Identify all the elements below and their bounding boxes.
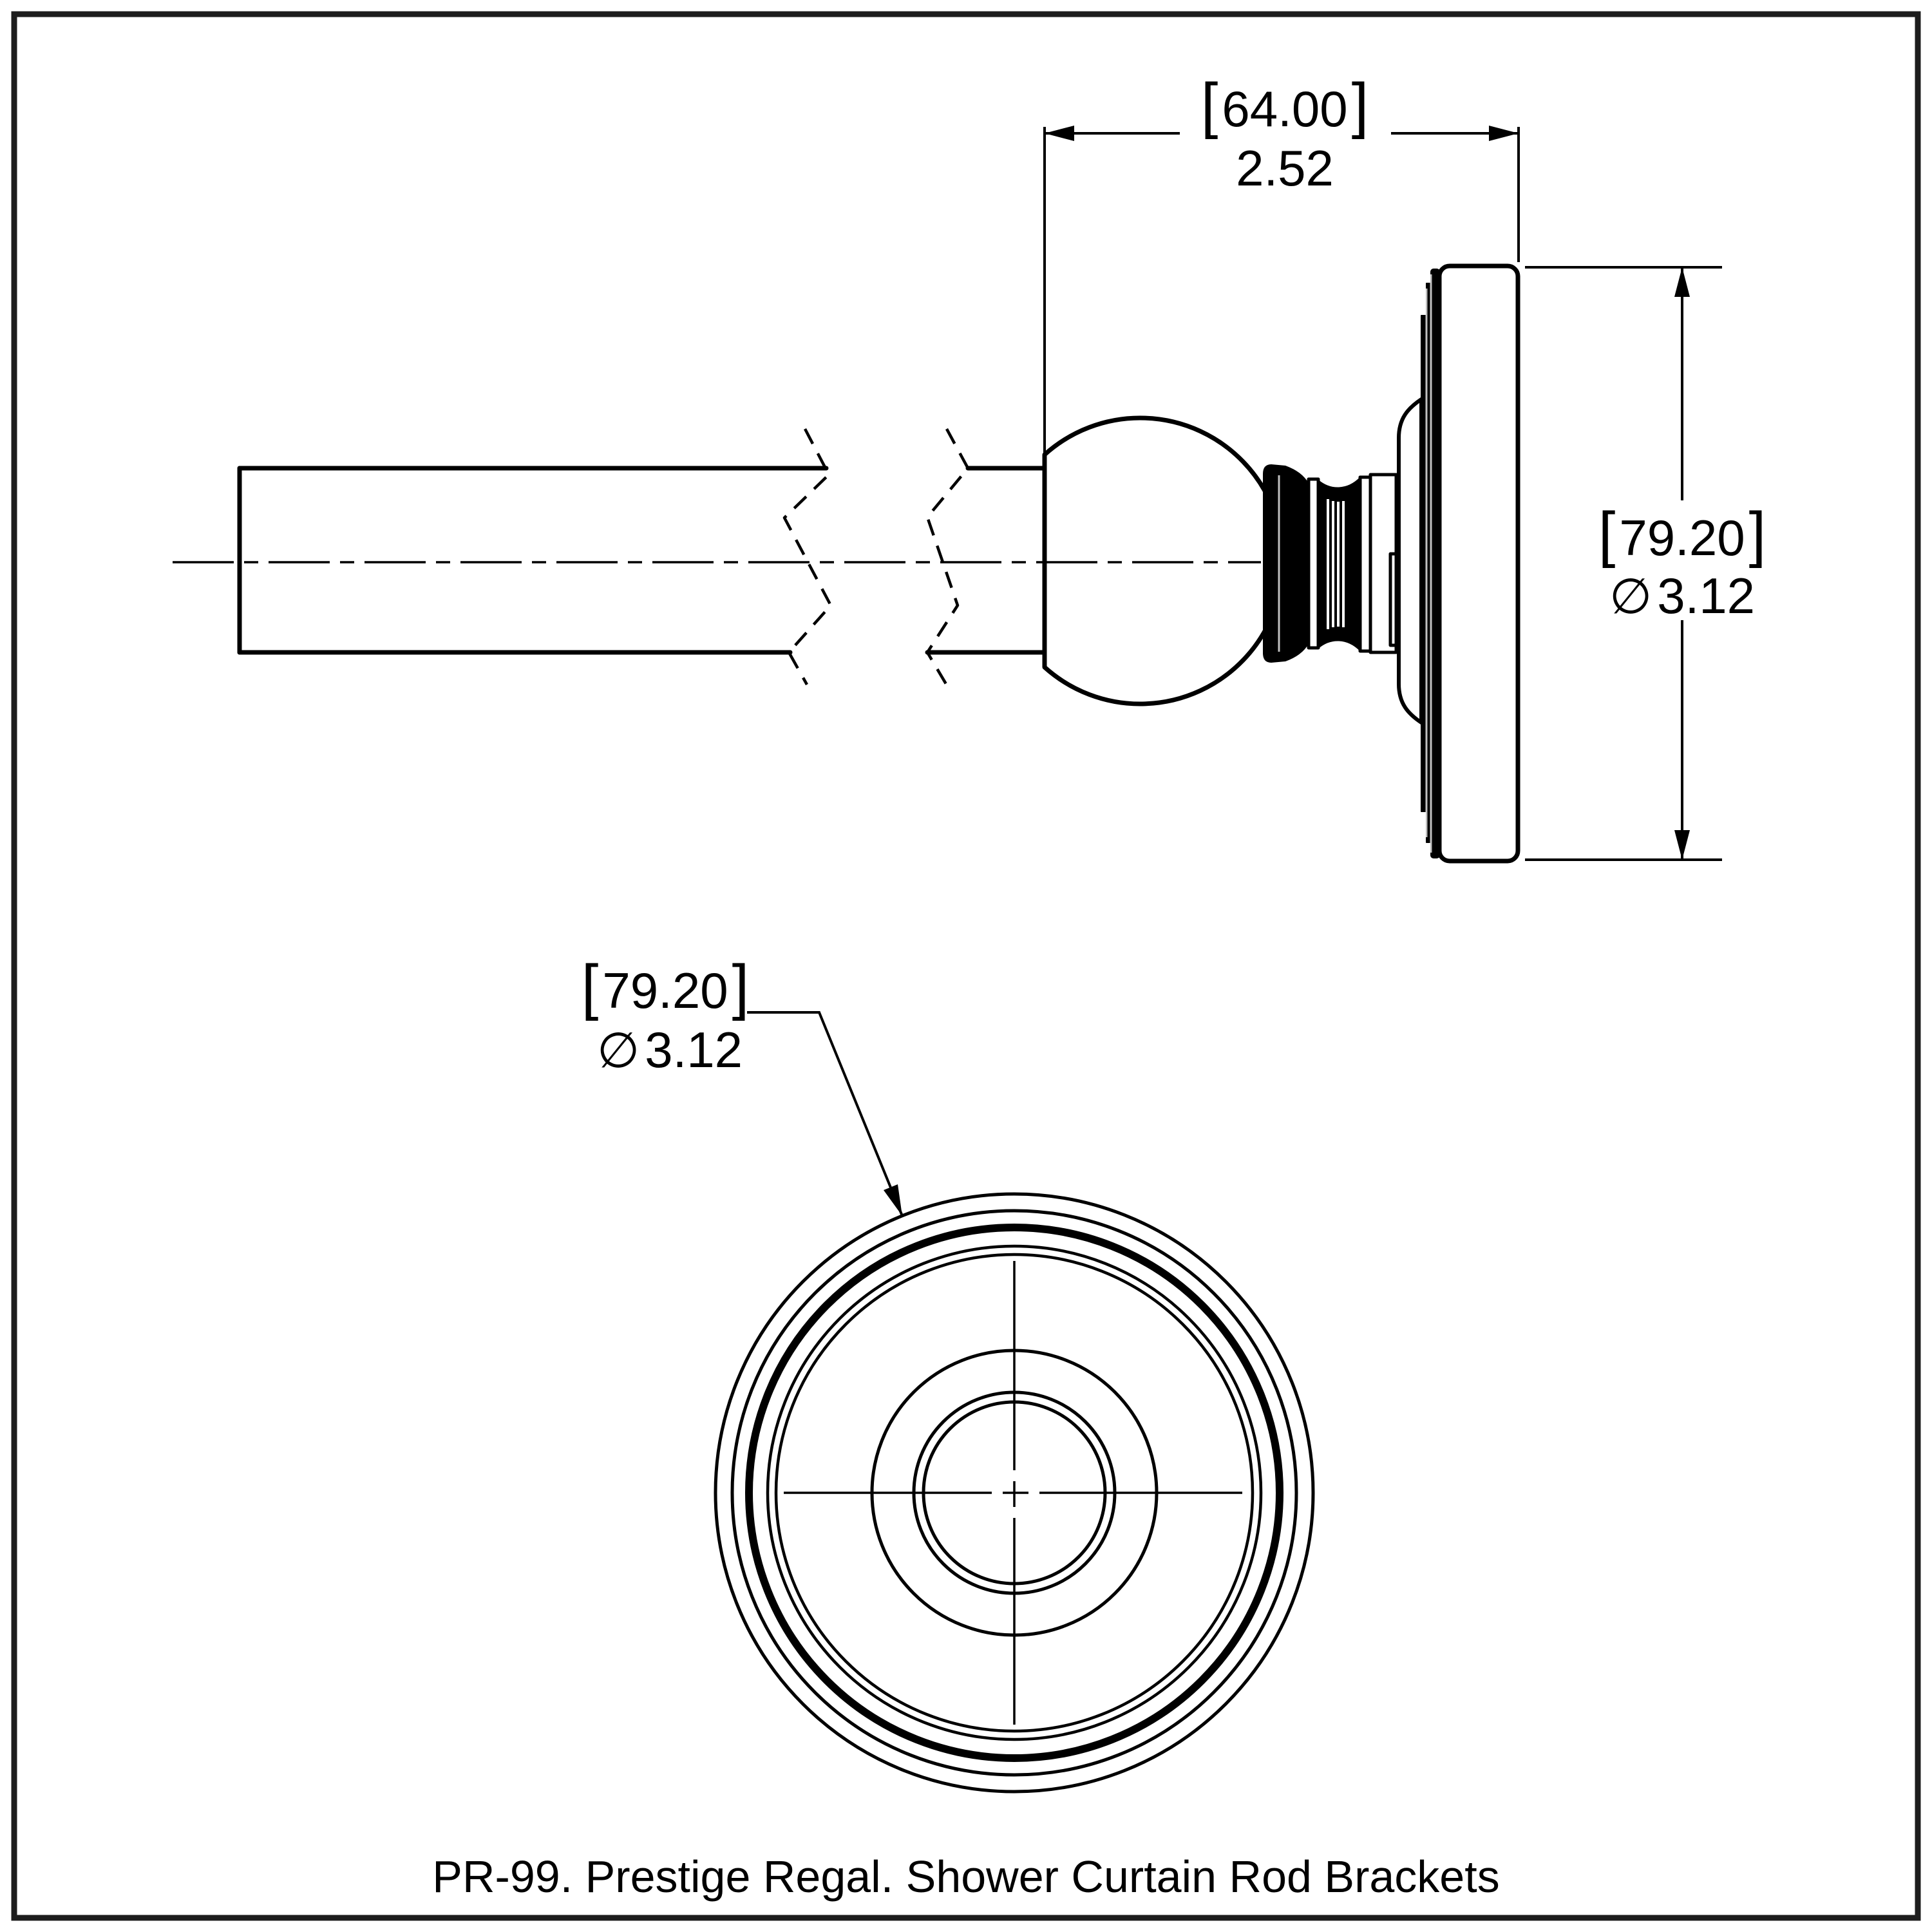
dim-spacing-arrow-right	[1489, 126, 1519, 141]
front-face-view: [79.20] ∅3.12	[582, 952, 1315, 1794]
rod-break-left	[782, 428, 833, 686]
leader-line	[747, 1011, 904, 1217]
side-profile-view	[173, 263, 1520, 864]
front-centerlines	[784, 1261, 1242, 1725]
dim-spacing-arrow-left	[1045, 126, 1074, 141]
dim-spacing-inches: 2.52	[1236, 140, 1334, 196]
knurl-stripes	[1327, 499, 1345, 629]
flange-face-circle-outer	[766, 1244, 1263, 1741]
flange-bead-circle	[745, 1224, 1283, 1762]
drawing-caption: PR-99. Prestige Regal. Shower Curtain Ro…	[432, 1852, 1499, 1902]
dim-diameter-front: [79.20] ∅3.12	[582, 952, 904, 1217]
ball-joint	[1042, 415, 1285, 706]
curtain-rod	[237, 428, 1047, 686]
dim-spacing-mm: [64.00]	[1201, 71, 1369, 140]
border-frame	[11, 11, 1921, 1921]
flange-outer-rim-circle	[714, 1192, 1315, 1794]
flange-trumpet	[1397, 395, 1423, 726]
dim-spacing: [64.00] 2.52	[1043, 71, 1520, 456]
dim-diafront-mm: [79.20]	[582, 952, 750, 1021]
flange-rim-inner-circle	[730, 1209, 1298, 1777]
dim-diafront-inches: ∅3.12	[597, 1021, 743, 1079]
dim-diaside-mm: [79.20]	[1598, 500, 1766, 569]
flange-discs	[1421, 269, 1440, 858]
flange-face-circle-inner	[774, 1253, 1255, 1733]
rod-break-right	[925, 428, 970, 685]
dim-diaside-arrow-top	[1674, 267, 1690, 297]
dim-diaside-arrow-bottom	[1674, 830, 1690, 860]
collar	[1263, 464, 1309, 663]
leader-arrow	[884, 1184, 902, 1216]
dim-diaside-inches: ∅3.12	[1609, 567, 1755, 625]
wall-plate	[1437, 263, 1520, 864]
stem-step	[1388, 552, 1397, 647]
dim-diameter-side: [79.20] ∅3.12	[1525, 266, 1766, 861]
mounting-stem	[1368, 473, 1398, 654]
spacer-ring	[1307, 477, 1320, 650]
